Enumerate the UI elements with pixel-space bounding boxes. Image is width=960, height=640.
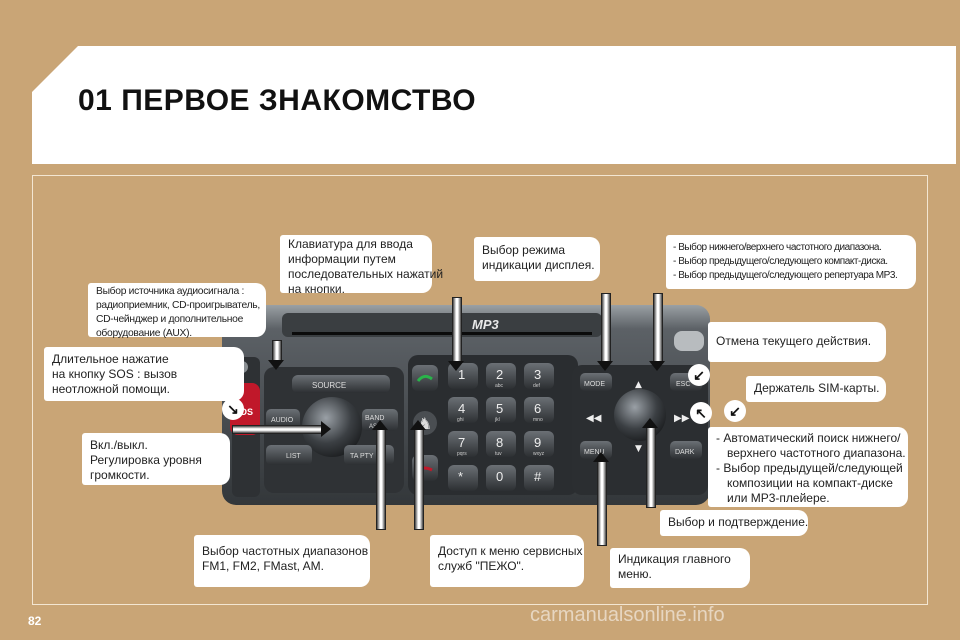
header-band xyxy=(32,46,956,164)
page-title: 01 ПЕРВОЕ ЗНАКОМСТВО xyxy=(78,84,477,117)
callout-display-mode: Выбор режима индикации дисплея. xyxy=(474,237,600,281)
keypad-key xyxy=(524,465,554,491)
callout-peugeot-services: Доступ к меню сервисных служб "ПЕЖО". xyxy=(430,535,584,587)
keypad-key-number: 7 xyxy=(458,435,465,450)
list-button xyxy=(266,445,312,465)
arrow-display-mode xyxy=(597,293,613,371)
arrow-frequency-range xyxy=(649,293,665,371)
keypad-key-number: 2 xyxy=(496,367,503,382)
keypad-key xyxy=(448,431,478,457)
svg-text:ESC: ESC xyxy=(676,381,690,388)
callout-sos-long-press: Длительное нажатие на кнопку SOS : вызов… xyxy=(44,347,244,401)
arrow-power-volume xyxy=(232,421,331,437)
mp3-logo: MP3 xyxy=(472,317,500,332)
keypad-key-letters: def xyxy=(533,383,541,389)
watermark: carmanualsonline.info xyxy=(530,604,725,626)
keypad-key xyxy=(486,363,516,389)
keypad-key-letters: ghi xyxy=(457,417,464,423)
callout-band-select: Выбор частотных диапазонов FM1, FM2, FMa… xyxy=(194,535,370,587)
hook-arrow-sos-icon: ↘ xyxy=(222,398,244,420)
callout-source-select: Выбор источника аудиосигнала : радиоприе… xyxy=(88,283,266,339)
call-button xyxy=(412,365,438,391)
keypad-key-number: # xyxy=(534,469,542,484)
keypad-key-number: * xyxy=(458,469,463,484)
down-arrow-icon: ▼ xyxy=(635,444,642,454)
fast-forward-icon: ▶▶ xyxy=(674,413,690,424)
keypad-key xyxy=(448,465,478,491)
keypad-key xyxy=(524,363,554,389)
rewind-icon: ◀◀ xyxy=(586,413,602,424)
keypad-key-letters: tuv xyxy=(495,451,502,457)
audio-button xyxy=(266,409,300,429)
up-arrow-icon: ▲ xyxy=(635,380,642,390)
arrow-keypad xyxy=(448,297,464,371)
arrow-source-select xyxy=(268,340,284,370)
hook-arrow-sim-icon: ↙ xyxy=(724,400,746,422)
keypad-key-number: 8 xyxy=(496,435,503,450)
keypad-key xyxy=(524,431,554,457)
svg-text:LIST: LIST xyxy=(286,453,302,460)
volume-knob xyxy=(302,397,362,457)
callout-power-volume: Вкл./выкл. Регулировка уровня громкости. xyxy=(82,433,230,485)
callout-select-confirm: Выбор и подтверждение. xyxy=(660,510,808,536)
keypad-key-number: 1 xyxy=(458,367,465,382)
keypad-key xyxy=(486,431,516,457)
callout-sim-holder: Держатель SIM-карты. xyxy=(746,376,886,402)
arrow-band-select xyxy=(372,420,388,530)
keypad-key-number: 0 xyxy=(496,469,503,484)
select-knob xyxy=(614,389,666,441)
keypad-key xyxy=(524,397,554,423)
arrow-main-menu xyxy=(593,452,609,546)
content-frame xyxy=(32,175,928,605)
keypad-key xyxy=(486,465,516,491)
source-button xyxy=(292,375,390,393)
svg-text:BAND: BAND xyxy=(365,415,384,422)
keypad-key-letters: abc xyxy=(495,383,504,389)
keypad-key-letters: jkl xyxy=(494,417,500,423)
svg-text:TA PTY: TA PTY xyxy=(350,453,374,460)
keypad-key-letters: wxyz xyxy=(533,451,545,457)
keypad-key-number: 3 xyxy=(534,367,541,382)
callout-frequency-range: - Выбор нижнего/верхнего частотного диап… xyxy=(666,235,916,289)
callout-main-menu: Индикация главного меню. xyxy=(610,548,750,588)
keypad-key-number: 5 xyxy=(496,401,503,416)
svg-text:DARK: DARK xyxy=(675,449,695,456)
keypad-key xyxy=(448,397,478,423)
hook-arrow-auto-search-icon: ↖ xyxy=(690,402,712,424)
callout-keypad: Клавиатура для ввода информации путем по… xyxy=(280,235,443,296)
svg-text:AUDIO: AUDIO xyxy=(271,417,294,424)
callout-auto-search: - Автоматический поиск нижнего/ верхнего… xyxy=(708,427,908,507)
arrow-select-confirm xyxy=(642,418,658,508)
svg-text:SOURCE: SOURCE xyxy=(312,381,346,390)
radio-unit-illustration: MP3 SOS SOURCE AUDIO LIST BAND AST TA PT… xyxy=(222,305,710,505)
keypad-key-number: 6 xyxy=(534,401,541,416)
svg-text:MODE: MODE xyxy=(584,381,605,388)
page-number: 82 xyxy=(28,614,42,628)
callout-cancel: Отмена текущего действия. xyxy=(708,322,886,362)
keypad-key-letters: mno xyxy=(533,417,543,423)
keypad-key-letters: pqrs xyxy=(457,451,467,457)
hook-arrow-cancel-icon: ↙ xyxy=(688,364,710,386)
keypad-key-number: 4 xyxy=(458,401,465,416)
cd-slot xyxy=(292,332,592,335)
keypad-key xyxy=(486,397,516,423)
mode-button xyxy=(580,373,612,391)
keypad-key-number: 9 xyxy=(534,435,541,450)
arrow-peugeot-services xyxy=(410,420,426,530)
dark-button xyxy=(670,441,702,459)
